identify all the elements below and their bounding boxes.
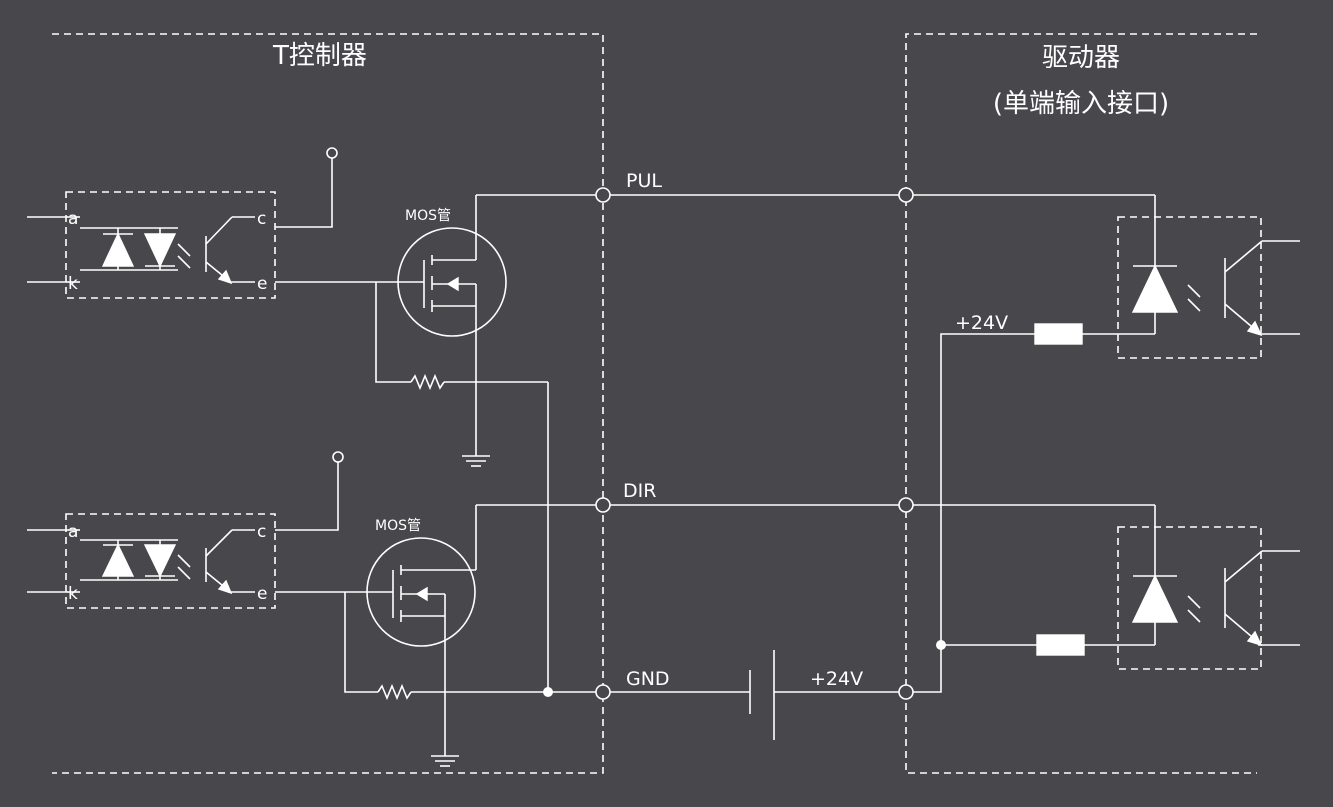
pin-e: e — [257, 584, 267, 604]
mosfet-1: MOS管 — [275, 194, 597, 456]
terminal-gnd-controller — [595, 684, 611, 700]
signal-gnd-label: GND — [626, 668, 670, 690]
driver-boundary — [905, 33, 1257, 774]
driver-optocoupler-2 — [1117, 505, 1300, 670]
supply-label-top: +24V — [955, 312, 1008, 334]
supply-label-bottom: +24V — [810, 668, 863, 690]
controller-boundary — [52, 33, 604, 774]
pin-a: a — [68, 522, 78, 542]
ground-icon — [462, 455, 490, 467]
driver-optocoupler-1 — [1117, 195, 1300, 359]
terminal-pul-driver — [898, 187, 914, 203]
mosfet-label: MOS管 — [375, 518, 421, 534]
resistor-icon — [1036, 634, 1085, 656]
terminal-dir-controller — [595, 497, 611, 513]
terminal-circle — [326, 147, 338, 159]
diode-icon — [143, 544, 177, 578]
diode-icon — [143, 233, 177, 268]
pin-a: a — [68, 209, 78, 229]
terminal-dir-driver — [898, 497, 914, 513]
pin-k: k — [68, 274, 78, 294]
resistor-icon — [1034, 323, 1083, 345]
pin-c: c — [257, 522, 266, 542]
optocoupler-1: a k c e — [27, 191, 276, 299]
driver-subtitle: (单端输入接口) — [993, 89, 1169, 119]
battery-icon — [749, 650, 775, 740]
signal-pul-label: PUL — [626, 170, 662, 192]
resistor-icon — [377, 683, 412, 701]
driver-title: 驱动器 — [1042, 43, 1120, 73]
diode-icon — [101, 543, 135, 577]
pin-k: k — [68, 584, 78, 604]
ground-icon — [431, 755, 459, 767]
resistor-icon — [410, 373, 445, 391]
terminal-gnd-driver — [898, 684, 914, 700]
pin-c: c — [257, 209, 266, 229]
signal-dir-label: DIR — [623, 480, 656, 502]
diode-icon — [101, 232, 135, 267]
terminal-pul-controller — [595, 187, 611, 203]
terminal-circle — [332, 451, 344, 463]
pin-e: e — [257, 274, 267, 294]
mosfet-label: MOS管 — [405, 208, 451, 224]
controller-title: T控制器 — [272, 41, 367, 71]
led-icon — [1131, 574, 1179, 623]
optocoupler-2: a k c e — [27, 513, 276, 609]
led-icon — [1131, 264, 1179, 313]
mosfet-2: MOS管 — [275, 504, 597, 756]
